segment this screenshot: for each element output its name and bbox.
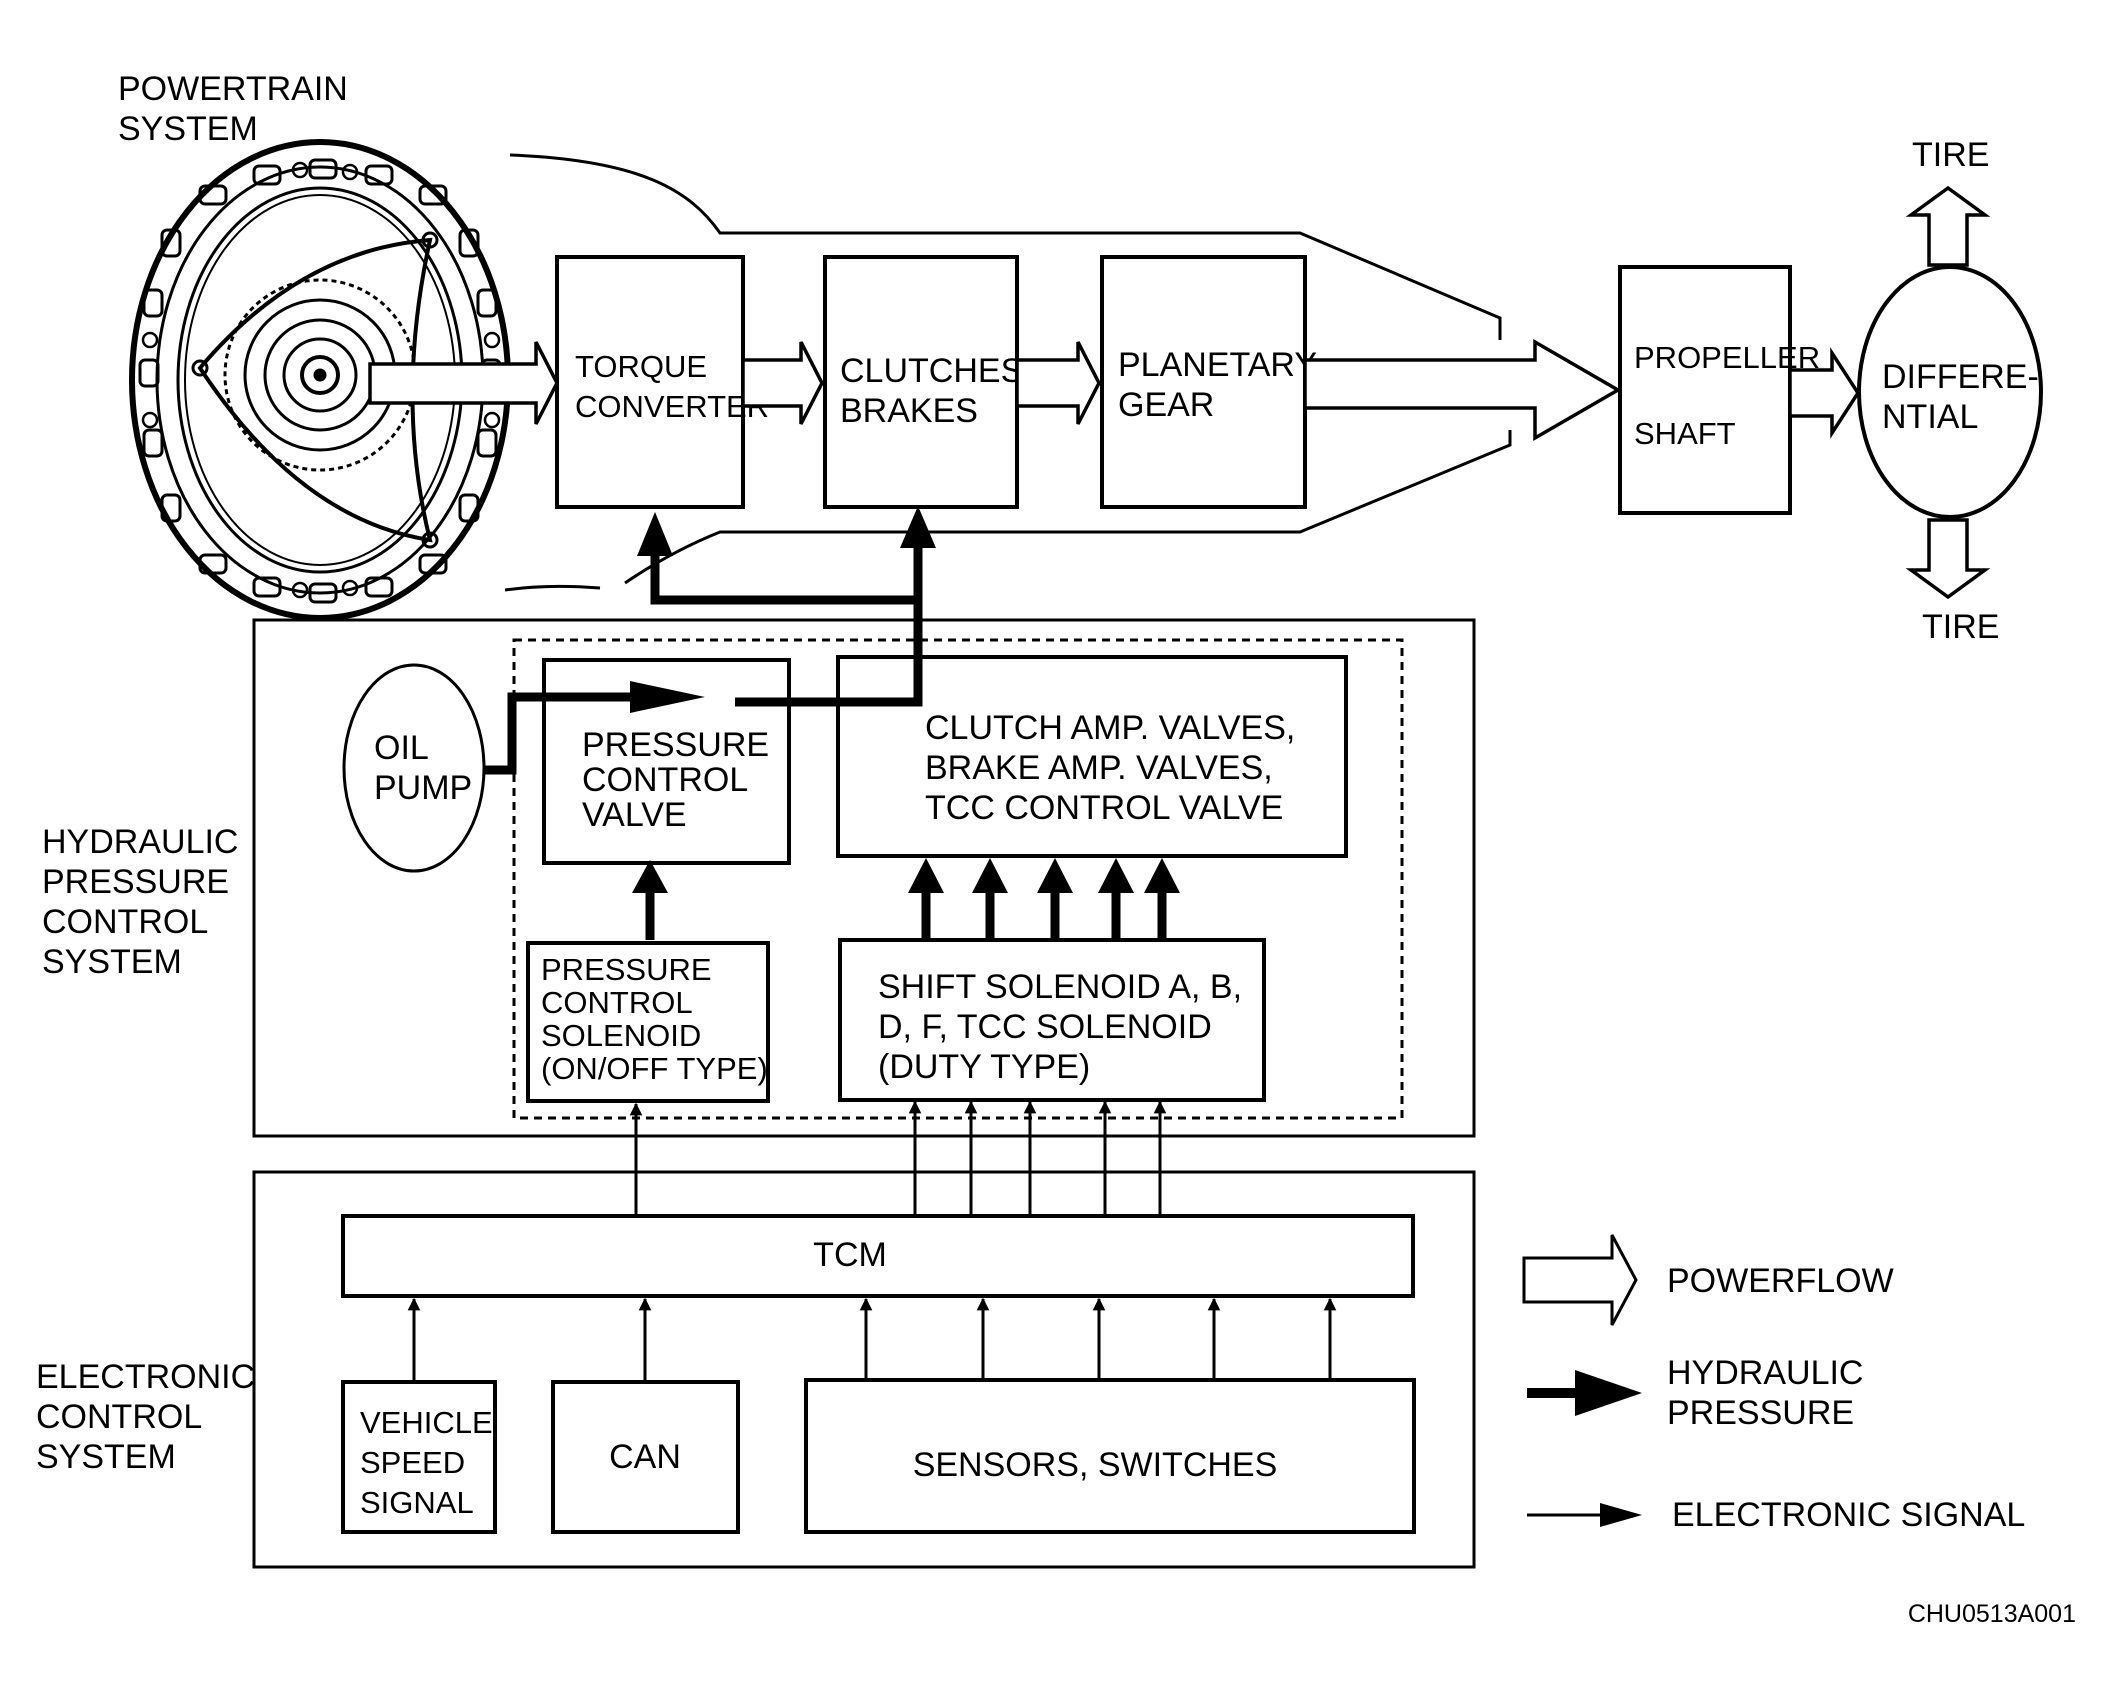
svg-text:SPEED: SPEED [360,1445,465,1480]
powerflow-arrow-cb [1015,341,1101,425]
svg-text:SYSTEM: SYSTEM [118,110,258,148]
planetary-gear-box: PLANETARY GEAR [1100,255,1317,509]
shift-solenoid-box: SHIFT SOLENOID A, B, D, F, TCC SOLENOID … [838,938,1266,1102]
electronic-signal-lines [407,1100,1337,1382]
svg-text:POWERTRAIN: POWERTRAIN [118,70,348,108]
differential-ellipse: DIFFERE- NTIAL [1857,265,2043,519]
pressure-control-solenoid-box: PRESSURE CONTROL SOLENOID (ON/OFF TYPE) [526,941,770,1103]
powerflow-arrow-tire-up [1905,185,1991,267]
clutches-brakes-box: CLUTCHES, BRAKES [823,255,1033,509]
legend-electronic-label: ELECTRONIC SIGNAL [1672,1496,2025,1534]
svg-text:SYSTEM: SYSTEM [42,943,182,981]
svg-text:PLANETARY: PLANETARY [1118,346,1317,384]
powerflow-arrows [368,185,1991,600]
svg-text:SOLENOID: SOLENOID [541,1018,701,1053]
vehicle-speed-signal-box: VEHICLE SPEED SIGNAL [341,1380,497,1534]
svg-text:CONTROL: CONTROL [36,1398,202,1436]
svg-text:D, F, TCC SOLENOID: D, F, TCC SOLENOID [878,1008,1212,1046]
svg-text:PRESSURE: PRESSURE [541,952,712,987]
svg-text:CAN: CAN [609,1438,681,1476]
powerflow-arrow-engine [368,341,559,425]
legend-hydraulic-label: HYDRAULIC [1667,1354,1863,1392]
legend-hydraulic-icon [1527,1370,1642,1416]
oil-pump-ellipse: OIL PUMP [342,663,486,873]
torque-converter-box: TORQUE CONVERTER [555,255,769,509]
svg-text:SIGNAL: SIGNAL [360,1485,474,1520]
svg-text:PUMP: PUMP [374,769,472,807]
svg-text:CONTROL: CONTROL [541,985,693,1020]
powerflow-arrow-tire-down [1905,518,1991,600]
svg-text:CONTROL: CONTROL [42,903,208,941]
hydraulic-system-frame [252,618,1476,1138]
svg-text:CONVERTER: CONVERTER [575,389,769,424]
svg-text:DIFFERE-: DIFFERE- [1882,358,2039,396]
powerflow-arrow-ps [1788,347,1861,439]
svg-text:SYSTEM: SYSTEM [36,1438,176,1476]
svg-text:VEHICLE: VEHICLE [360,1405,493,1440]
electronic-system-frame [252,1170,1476,1569]
svg-text:ELECTRONIC: ELECTRONIC [36,1358,255,1396]
svg-text:TCC CONTROL VALVE: TCC CONTROL VALVE [925,789,1283,827]
svg-text:SHIFT SOLENOID A, B,: SHIFT SOLENOID A, B, [878,968,1242,1006]
svg-text:CLUTCH AMP. VALVES,: CLUTCH AMP. VALVES, [925,709,1295,747]
svg-text:SENSORS, SWITCHES: SENSORS, SWITCHES [913,1446,1278,1484]
tire-top-label: TIRE [1912,136,1989,174]
legend-electronic-icon [1527,1503,1642,1527]
svg-text:GEAR: GEAR [1118,386,1214,424]
powertrain-system-label: POWERTRAIN SYSTEM [118,70,348,148]
svg-text:VALVE: VALVE [582,796,687,834]
svg-text:(DUTY TYPE): (DUTY TYPE) [878,1048,1090,1086]
svg-text:HYDRAULIC: HYDRAULIC [42,823,238,861]
figure-code: CHU0513A001 [1908,1600,2076,1628]
svg-text:CONTROL: CONTROL [582,761,748,799]
powerflow-arrow-pg [1303,338,1622,442]
hydraulic-system-label: HYDRAULIC PRESSURE CONTROL SYSTEM [42,823,238,981]
svg-text:CLUTCHES,: CLUTCHES, [840,352,1033,390]
hydraulic-pressure-lines [484,530,1167,940]
svg-text:SHAFT: SHAFT [1634,416,1736,451]
svg-text:PRESSURE: PRESSURE [42,863,229,901]
svg-text:OIL: OIL [374,729,429,767]
amp-valves-box: CLUTCH AMP. VALVES, BRAKE AMP. VALVES, T… [836,655,1348,858]
legend: POWERFLOW HYDRAULIC PRESSURE ELECTRONIC … [1522,1234,2025,1534]
can-box: CAN [551,1380,740,1534]
legend-powerflow-icon [1522,1234,1638,1326]
svg-text:PRESSURE: PRESSURE [582,726,769,764]
legend-powerflow-label: POWERFLOW [1667,1262,1894,1300]
svg-text:BRAKE AMP. VALVES,: BRAKE AMP. VALVES, [925,749,1273,787]
tire-bottom-label: TIRE [1922,608,1999,646]
svg-text:TORQUE: TORQUE [575,349,707,384]
svg-text:TCM: TCM [813,1236,887,1274]
svg-text:BRAKES: BRAKES [840,392,978,430]
svg-text:NTIAL: NTIAL [1882,398,1978,436]
powerflow-arrow-tc [741,341,824,425]
legend-hydraulic-label-2: PRESSURE [1667,1394,1854,1432]
tcm-box: TCM [341,1214,1415,1298]
valve-body-dashed-frame [512,638,1404,1120]
hydraulic-pressure-arrowheads [630,506,1180,893]
sensors-switches-box: SENSORS, SWITCHES [804,1378,1416,1534]
propeller-shaft-box: PROPELLER SHAFT [1618,265,1820,515]
svg-text:(ON/OFF TYPE): (ON/OFF TYPE) [541,1051,768,1086]
electronic-system-label: ELECTRONIC CONTROL SYSTEM [36,1358,255,1476]
